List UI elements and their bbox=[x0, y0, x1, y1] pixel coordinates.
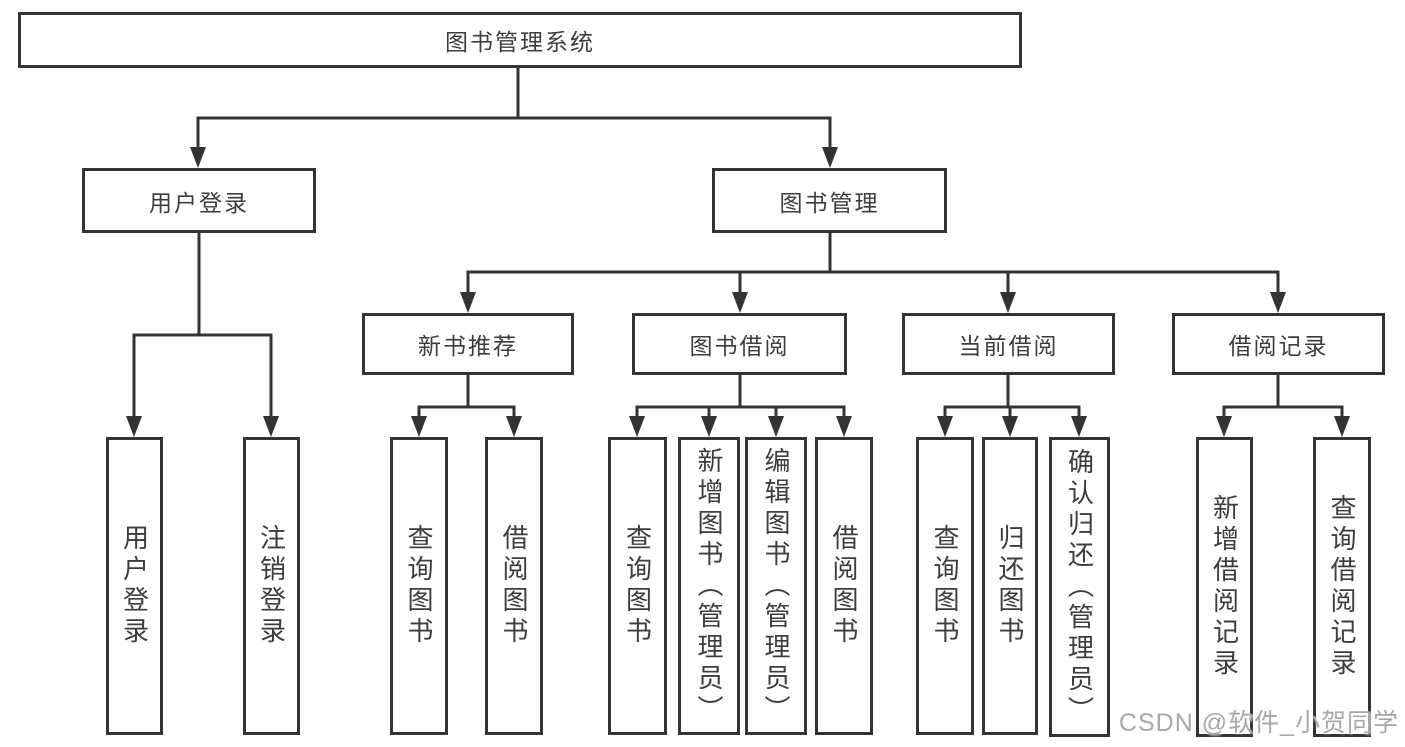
leaf-query-books-borrow: 查询图书 bbox=[608, 437, 667, 735]
leaf-return-books: 归还图书 bbox=[982, 437, 1038, 735]
node-new-book-recommend-label: 新书推荐 bbox=[418, 333, 518, 359]
node-root-label: 图书管理系统 bbox=[445, 29, 595, 55]
leaf-query-books-recommend: 查询图书 bbox=[390, 437, 448, 735]
leaf-user-login-label: 用户登录 bbox=[119, 524, 150, 648]
connector-borrow-to-leaves bbox=[635, 373, 846, 421]
leaf-add-books-admin-label: 新增图书（管理员） bbox=[694, 446, 724, 726]
connector-current-to-leaves bbox=[943, 373, 1081, 421]
arrowhead bbox=[732, 292, 748, 313]
arrowhead bbox=[126, 416, 142, 437]
leaf-add-borrow-record: 新增借阅记录 bbox=[1196, 437, 1253, 737]
leaf-return-books-label: 归还图书 bbox=[995, 524, 1025, 648]
leaf-user-login: 用户登录 bbox=[106, 437, 163, 735]
arrowhead bbox=[836, 416, 852, 437]
csdn-watermark: CSDN @软件_小贺同学 bbox=[1118, 709, 1399, 737]
arrowhead bbox=[1000, 292, 1016, 313]
node-book-borrow: 图书借阅 bbox=[632, 313, 847, 375]
leaf-confirm-return-admin-label: 确认归还（管理员） bbox=[1064, 447, 1095, 727]
arrowhead bbox=[263, 416, 279, 437]
connector-recommend-to-leaves bbox=[417, 373, 516, 421]
arrowhead bbox=[701, 416, 717, 437]
arrowhead bbox=[1270, 292, 1286, 313]
node-current-borrow-label: 当前借阅 bbox=[958, 333, 1059, 359]
leaf-query-books-current-label: 查询图书 bbox=[930, 524, 960, 648]
arrowhead bbox=[190, 147, 206, 168]
connector-root-to-level2 bbox=[196, 66, 832, 152]
leaf-borrow-books-recommend: 借阅图书 bbox=[485, 437, 543, 735]
node-borrow-records-label: 借阅记录 bbox=[1228, 333, 1329, 359]
node-book-borrow-label: 图书借阅 bbox=[689, 333, 790, 359]
leaf-confirm-return-admin: 确认归还（管理员） bbox=[1049, 437, 1110, 737]
leaf-borrow-books-recommend-label: 借阅图书 bbox=[499, 524, 529, 648]
arrowhead bbox=[629, 416, 645, 437]
node-book-management: 图书管理 bbox=[712, 168, 947, 233]
leaf-query-books-current: 查询图书 bbox=[916, 437, 974, 735]
arrowhead bbox=[506, 416, 522, 437]
leaf-query-books-borrow-label: 查询图书 bbox=[622, 524, 653, 648]
node-user-login-label: 用户登录 bbox=[149, 189, 249, 216]
node-root: 图书管理系统 bbox=[18, 12, 1022, 68]
node-current-borrow: 当前借阅 bbox=[902, 313, 1115, 375]
arrowhead bbox=[460, 292, 476, 313]
leaf-borrow-books: 借阅图书 bbox=[815, 437, 873, 735]
arrowhead bbox=[1071, 416, 1087, 437]
leaf-borrow-books-label: 借阅图书 bbox=[829, 524, 859, 648]
arrowhead bbox=[937, 416, 953, 437]
node-book-management-label: 图书管理 bbox=[779, 189, 880, 216]
leaf-query-borrow-record: 查询借阅记录 bbox=[1313, 437, 1371, 737]
leaf-query-borrow-record-label: 查询借阅记录 bbox=[1327, 494, 1357, 680]
node-user-login: 用户登录 bbox=[82, 168, 316, 233]
leaf-logout-label: 注销登录 bbox=[256, 524, 287, 648]
leaf-query-books-recommend-label: 查询图书 bbox=[404, 524, 434, 648]
connector-records-to-leaves bbox=[1222, 373, 1344, 421]
arrowhead bbox=[1216, 416, 1232, 437]
leaf-logout: 注销登录 bbox=[243, 437, 300, 735]
arrowhead bbox=[1334, 416, 1350, 437]
arrowhead bbox=[411, 416, 427, 437]
connector-userlogin-to-leaves bbox=[132, 231, 273, 421]
leaf-add-borrow-record-label: 新增借阅记录 bbox=[1209, 494, 1240, 680]
leaf-edit-books-admin-label: 编辑图书（管理员） bbox=[761, 446, 791, 726]
node-new-book-recommend: 新书推荐 bbox=[362, 313, 574, 375]
leaf-edit-books-admin: 编辑图书（管理员） bbox=[745, 437, 807, 735]
connector-bookmgmt-to-level3 bbox=[466, 231, 1280, 297]
node-borrow-records: 借阅记录 bbox=[1172, 313, 1385, 375]
arrowhead bbox=[822, 147, 838, 168]
arrowhead bbox=[1002, 416, 1018, 437]
leaf-add-books-admin: 新增图书（管理员） bbox=[678, 437, 740, 735]
arrowhead bbox=[768, 416, 784, 437]
